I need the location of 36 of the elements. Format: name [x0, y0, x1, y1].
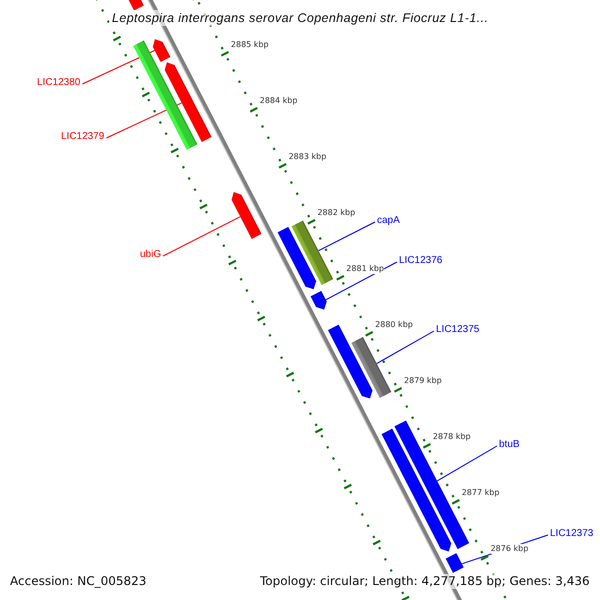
scale-label: 2876 kbp: [490, 544, 528, 554]
scale-label: 2882 kbp: [317, 208, 356, 218]
leader-line: [325, 262, 398, 300]
gene-feature: [382, 428, 452, 552]
gene-label: btuB: [499, 439, 520, 451]
gene-feature: [328, 324, 373, 399]
scale-label: 2878 kbp: [432, 432, 471, 442]
gene-bar: [133, 40, 198, 150]
genome-stats-text: Topology: circular; Length: 4,277,185 bp; Genes: 3,436: [258, 574, 592, 589]
scale-label: 2877 kbp: [462, 488, 500, 498]
leader-line: [162, 216, 241, 256]
gene-bar: [351, 336, 392, 398]
gene-label: LIC12376: [399, 255, 442, 267]
gene-label: LIC12379: [61, 131, 104, 143]
gene-feature: [446, 553, 464, 573]
gene-label: ubiG: [140, 249, 162, 261]
leader-line: [318, 222, 376, 252]
scale-label: 2884 kbp: [260, 96, 298, 106]
leader-line: [436, 446, 498, 482]
gene-label: LIC12373: [550, 528, 594, 540]
scale-label: 2881 kbp: [346, 264, 384, 274]
gene-feature: [278, 226, 316, 290]
gene-bar: [291, 220, 334, 286]
gene-feature: [310, 290, 327, 310]
leader-line: [376, 330, 434, 364]
gene-label: LIC12380: [37, 77, 80, 89]
gene-feature: [164, 62, 212, 142]
gene-label: capA: [377, 215, 400, 227]
gene-label: LIC12375: [436, 324, 480, 336]
scale-label: 2885 kbp: [230, 40, 269, 50]
accession-text: Accession: NC_005823: [8, 574, 148, 589]
gene-feature: [232, 192, 262, 239]
scale-label: 2880 kbp: [375, 320, 413, 330]
scale-label: 2883 kbp: [288, 152, 326, 162]
gene-feature: [152, 39, 170, 62]
scale-label: 2879 kbp: [404, 376, 442, 386]
